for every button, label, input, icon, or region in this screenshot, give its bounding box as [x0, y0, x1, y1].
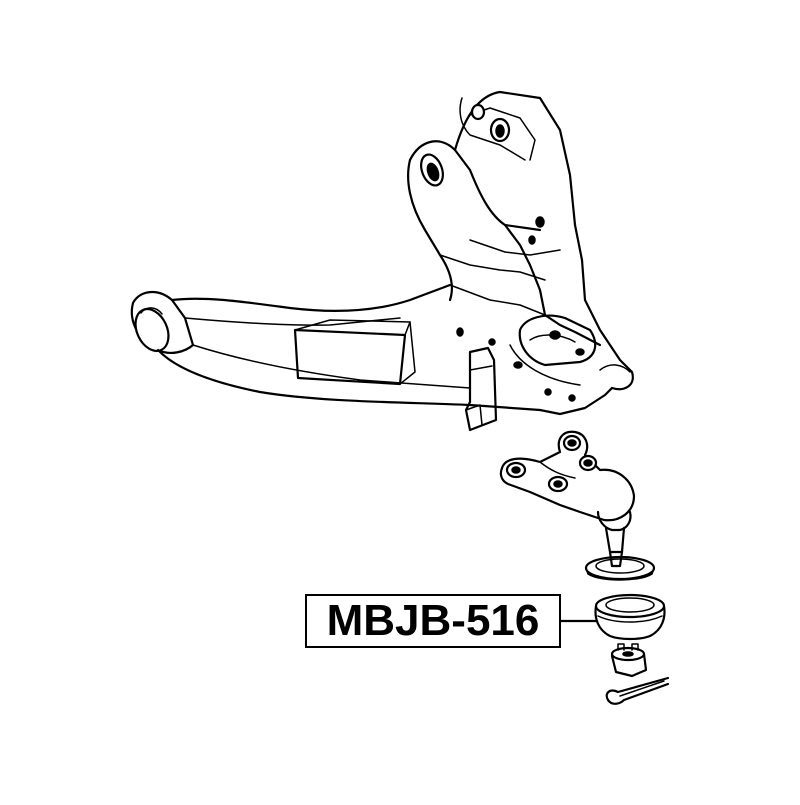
castle-nut	[610, 643, 648, 678]
cotter-pin	[605, 676, 670, 705]
part-number-label: MBJB-516	[305, 594, 561, 648]
ball-joint-boot	[594, 593, 666, 641]
ball-joint	[499, 430, 636, 568]
lower-control-arm	[130, 90, 634, 432]
lower-seal-ring	[584, 555, 656, 581]
